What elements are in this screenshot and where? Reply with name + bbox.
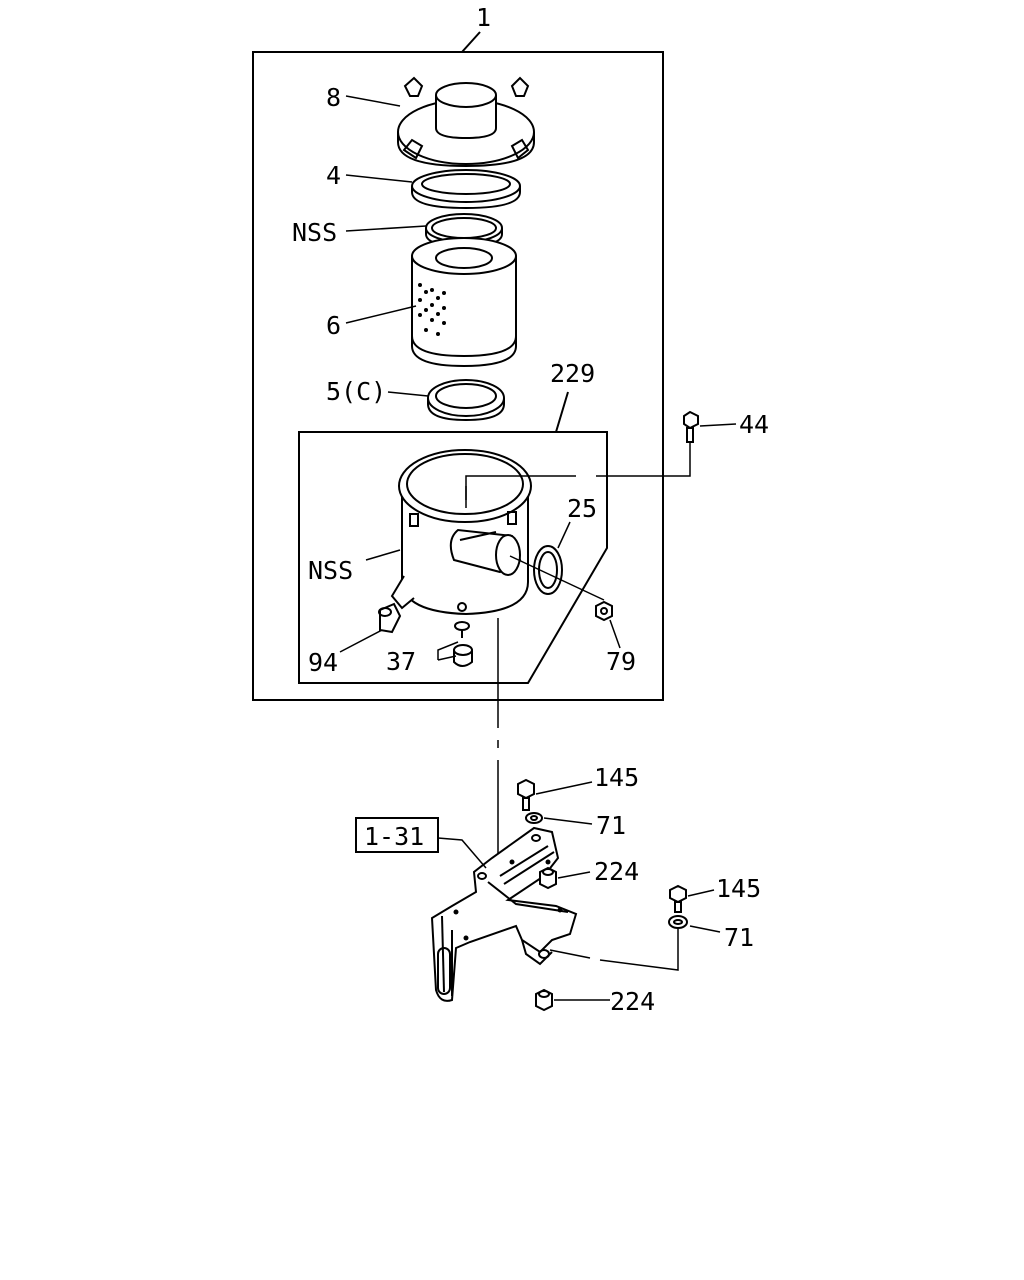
- callout-6: 6: [326, 311, 341, 340]
- bolt-44-part: [465, 410, 699, 500]
- callout-71-b: 71: [724, 923, 754, 952]
- callout-nss-body: NSS: [308, 556, 353, 585]
- callout-79: 79: [606, 647, 636, 676]
- cleaner-body-part: [390, 449, 532, 616]
- nut-79-part: [509, 555, 613, 622]
- callout-1-31: 1-31: [364, 822, 424, 851]
- callout-37: 37: [386, 647, 416, 676]
- mounting-bracket-part: [430, 826, 578, 1002]
- assembly-frame: [252, 31, 664, 701]
- callout-5c: 5(C): [326, 377, 386, 406]
- callout-145-a: 145: [594, 763, 639, 792]
- callout-1: 1: [476, 3, 491, 32]
- callout-8: 8: [326, 83, 341, 112]
- washer-71-b-part: [549, 915, 688, 971]
- callout-224-b: 224: [610, 987, 655, 1016]
- reference-box-1-31: [355, 817, 487, 869]
- callout-nss-ring: NSS: [292, 218, 337, 247]
- element-perforations: [418, 283, 446, 336]
- nut-224-b-part: [535, 988, 553, 1012]
- callout-71-a: 71: [596, 811, 626, 840]
- washer-71-a-part: [525, 812, 543, 824]
- bolt-145-b-part: [669, 884, 687, 913]
- nut-224-a-part: [539, 866, 557, 890]
- callout-94: 94: [308, 648, 338, 677]
- filter-element-part: [411, 237, 517, 368]
- clip-37-part: [437, 621, 473, 667]
- callout-4: 4: [326, 161, 341, 190]
- gasket-part: [411, 169, 521, 210]
- bolt-145-a-part: [517, 778, 535, 811]
- callout-145-b: 145: [716, 874, 761, 903]
- callout-229: 229: [550, 359, 595, 388]
- drain-valve-94-part: [378, 602, 402, 634]
- cover-part: [397, 76, 535, 168]
- callout-224-a: 224: [594, 857, 639, 886]
- callout-25: 25: [567, 494, 597, 523]
- callout-44: 44: [739, 410, 769, 439]
- body-subassembly-frame: [298, 391, 608, 684]
- seal-5c-part: [427, 379, 505, 422]
